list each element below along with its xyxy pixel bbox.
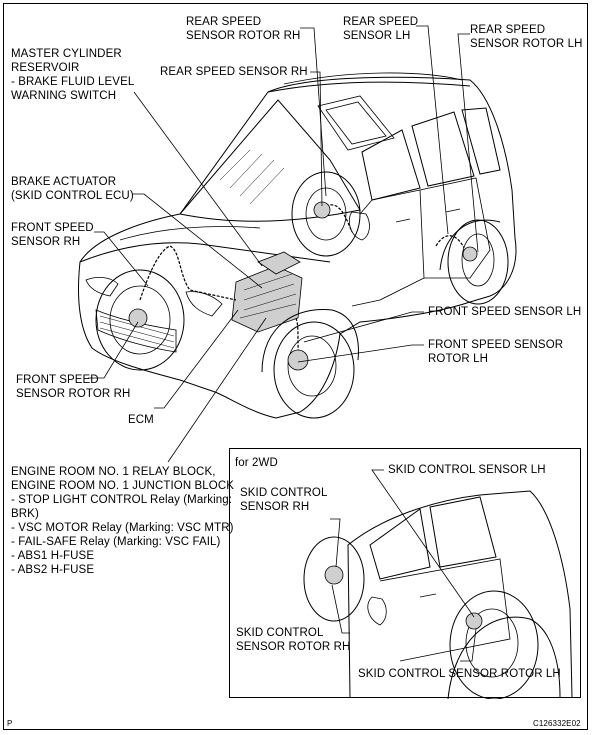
hood-crease bbox=[119, 226, 261, 241]
inset-door bbox=[379, 558, 511, 662]
label-rear-speed-sensor-rotor-lh: REAR SPEED SENSOR ROTOR LH bbox=[470, 24, 583, 50]
front-lh-wheel bbox=[273, 321, 355, 419]
inset-title: for 2WD bbox=[235, 457, 278, 469]
inset-rear-window bbox=[429, 496, 497, 568]
inset-rear-rh-hub bbox=[303, 536, 365, 622]
inset-2wd: for 2WD SKID CONTROL SENSOR LH SKID CONT… bbox=[229, 448, 581, 699]
front-rh-harness bbox=[139, 245, 237, 301]
label-front-speed-sensor-lh: FRONT SPEED SENSOR LH bbox=[428, 306, 582, 318]
inset-rear-wheel bbox=[449, 590, 539, 699]
sunroof bbox=[317, 95, 395, 151]
front-wheel-arch bbox=[261, 309, 359, 373]
label-ecm: ECM bbox=[128, 414, 154, 426]
page-mark: P bbox=[7, 719, 13, 728]
label-skid-control-sensor-rotor-lh: SKID CONTROL SENSOR ROTOR LH bbox=[358, 668, 561, 680]
label-skid-control-sensor-rh: SKID CONTROL SENSOR RH bbox=[240, 487, 328, 513]
front-rh-wheel bbox=[95, 269, 185, 371]
front-door bbox=[351, 189, 425, 307]
label-skid-control-sensor-lh: SKID CONTROL SENSOR LH bbox=[388, 464, 546, 476]
inset-leader-rotor-lh bbox=[460, 628, 477, 662]
inset-front-window bbox=[369, 508, 431, 580]
label-master-cylinder-reservoir: MASTER CYLINDER RESERVOIR - BRAKE FLUID … bbox=[11, 48, 135, 102]
actuator-detail bbox=[239, 273, 297, 319]
rear-rh-wheel bbox=[291, 171, 361, 257]
leader-lines bbox=[88, 25, 479, 463]
inset-leader-sensor-rh bbox=[330, 518, 341, 568]
inset-illustration bbox=[303, 469, 573, 699]
quarter-window bbox=[461, 107, 501, 175]
roof-line bbox=[267, 81, 471, 93]
master-cylinder-shape bbox=[257, 251, 301, 275]
inset-body-outline bbox=[347, 490, 573, 698]
sunroof-inner bbox=[325, 101, 387, 145]
label-engine-room-blocks: ENGINE ROOM NO. 1 RELAY BLOCK, ENGINE RO… bbox=[11, 466, 235, 576]
brake-actuator-shape bbox=[231, 265, 303, 333]
label-skid-control-sensor-rotor-rh: SKID CONTROL SENSOR ROTOR RH bbox=[236, 627, 351, 653]
rear-side-window bbox=[411, 111, 475, 187]
door-handle-rear bbox=[445, 208, 461, 213]
figure-id: C126332E02 bbox=[533, 719, 581, 728]
label-front-speed-sensor-rh: FRONT SPEED SENSOR RH bbox=[11, 222, 94, 248]
door-handle-front bbox=[395, 218, 411, 223]
headlamp-rh bbox=[85, 276, 119, 297]
label-brake-actuator: BRAKE ACTUATOR (SKID CONTROL ECU) bbox=[11, 176, 134, 202]
figure-frame bbox=[3, 3, 588, 730]
rear-wheel-arch bbox=[439, 219, 501, 271]
label-rear-speed-sensor-rotor-rh: REAR SPEED SENSOR ROTOR RH bbox=[186, 16, 301, 42]
inset-leader-rotor-rh bbox=[331, 584, 350, 634]
label-rear-speed-sensor-rh: REAR SPEED SENSOR RH bbox=[160, 66, 308, 78]
grille bbox=[95, 309, 177, 353]
label-front-speed-sensor-rotor-rh: FRONT SPEED SENSOR ROTOR RH bbox=[16, 374, 131, 400]
side-mirror bbox=[348, 211, 370, 241]
rear-lh-wheel bbox=[447, 219, 509, 305]
hood-edge bbox=[79, 242, 331, 263]
inset-handle bbox=[419, 593, 437, 598]
windshield-hatch bbox=[219, 149, 285, 205]
rear-lh-harness bbox=[435, 235, 465, 249]
inset-rear-arch bbox=[447, 616, 561, 699]
rear-door bbox=[419, 177, 491, 279]
front-side-window bbox=[361, 129, 421, 201]
rear-rh-harness bbox=[325, 204, 353, 233]
roof-rail bbox=[283, 72, 463, 85]
inset-leader-sensor-lh bbox=[371, 469, 475, 618]
windshield bbox=[179, 99, 361, 222]
label-rear-speed-sensor-lh: REAR SPEED SENSOR LH bbox=[343, 16, 419, 42]
vehicle-body-outline bbox=[78, 76, 517, 419]
label-front-speed-sensor-rotor-lh: FRONT SPEED SENSOR ROTOR LH bbox=[428, 339, 564, 365]
inset-mirror bbox=[367, 596, 387, 626]
headlamp-lh bbox=[185, 291, 223, 317]
